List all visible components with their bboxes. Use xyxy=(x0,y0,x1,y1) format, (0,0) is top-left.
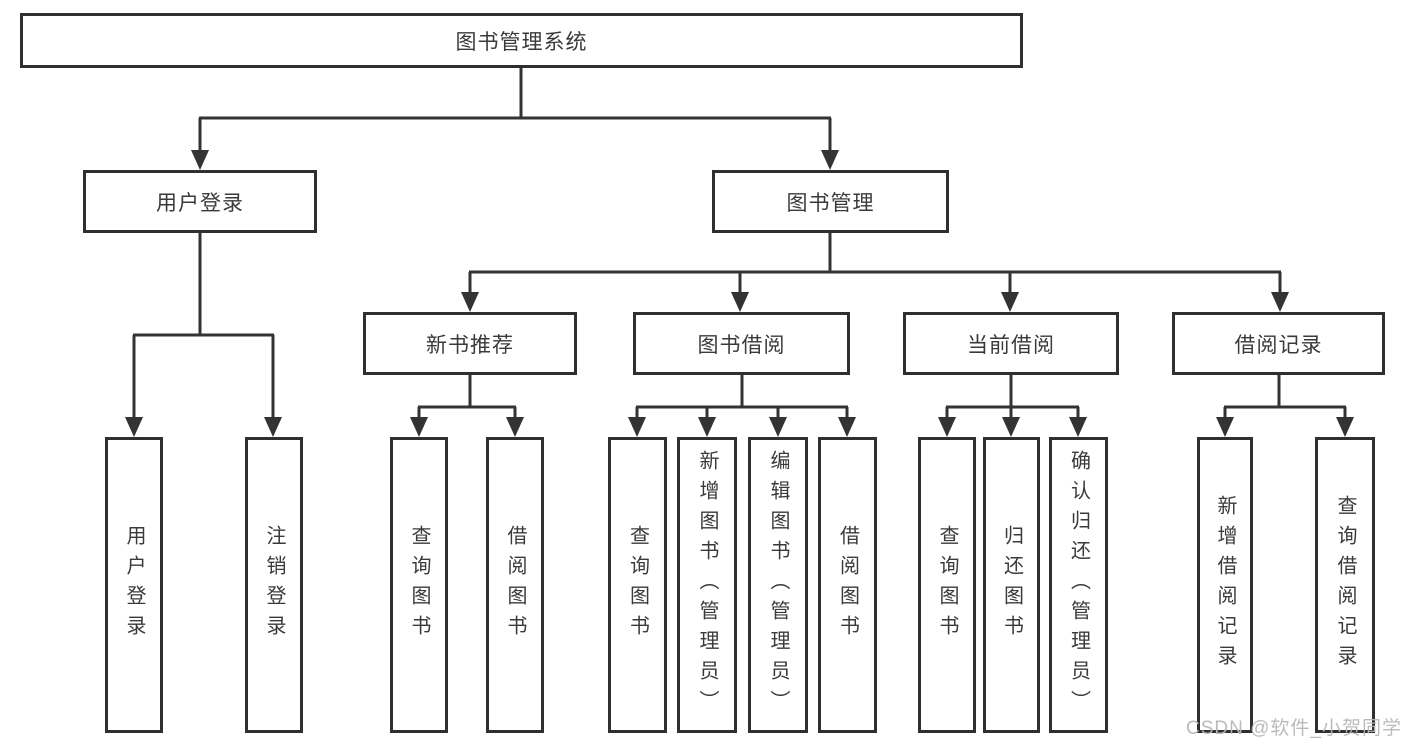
connector-book-management-to-level3 xyxy=(461,233,1289,312)
leaf-borrow-books-2: 借阅图书 xyxy=(818,437,877,733)
leaf-query-books-3-label: 查询图书 xyxy=(936,525,958,645)
leaf-logout-label: 注销登录 xyxy=(263,525,285,645)
node-book-management: 图书管理 xyxy=(712,170,949,233)
connector-book-borrow-to-leaves xyxy=(628,375,856,437)
leaf-add-borrow-record-label: 新增借阅记录 xyxy=(1214,495,1236,675)
leaf-query-books-2-label: 查询图书 xyxy=(626,525,649,645)
leaf-confirm-return-admin-label: 确认归还（管理员） xyxy=(1067,450,1090,720)
connector-new-book-recommend-to-leaves xyxy=(410,375,524,437)
leaf-query-borrow-record: 查询借阅记录 xyxy=(1315,437,1375,733)
leaf-borrow-books-2-label: 借阅图书 xyxy=(836,525,859,645)
leaf-edit-book-admin: 编辑图书（管理员） xyxy=(748,437,808,733)
leaf-add-book-admin: 新增图书（管理员） xyxy=(677,437,737,733)
leaf-query-borrow-record-label: 查询借阅记录 xyxy=(1334,495,1356,675)
leaf-borrow-books-1-label: 借阅图书 xyxy=(504,525,526,645)
leaf-query-books-3: 查询图书 xyxy=(918,437,976,733)
connector-root-to-level2 xyxy=(191,68,839,170)
connector-user-login-to-leaves xyxy=(125,233,282,437)
leaf-user-login: 用户登录 xyxy=(105,437,163,733)
leaf-add-borrow-record: 新增借阅记录 xyxy=(1197,437,1253,733)
node-root-library-system: 图书管理系统 xyxy=(20,13,1023,68)
node-new-book-recommend: 新书推荐 xyxy=(363,312,577,375)
connector-borrow-records-to-leaves xyxy=(1216,375,1354,437)
node-borrow-records: 借阅记录 xyxy=(1172,312,1385,375)
leaf-edit-book-admin-label: 编辑图书（管理员） xyxy=(767,450,789,720)
node-current-borrow: 当前借阅 xyxy=(903,312,1119,375)
leaf-user-login-label: 用户登录 xyxy=(123,525,145,645)
csdn-watermark: CSDN @软件_小贺同学 xyxy=(1186,718,1402,739)
leaf-logout: 注销登录 xyxy=(245,437,303,733)
leaf-return-book-label: 归还图书 xyxy=(1000,525,1023,645)
node-book-borrow: 图书借阅 xyxy=(633,312,850,375)
leaf-add-book-admin-label: 新增图书（管理员） xyxy=(696,450,718,720)
connector-current-borrow-to-leaves xyxy=(938,375,1087,437)
node-user-login: 用户登录 xyxy=(83,170,317,233)
leaf-return-book: 归还图书 xyxy=(983,437,1040,733)
leaf-confirm-return-admin: 确认归还（管理员） xyxy=(1049,437,1108,733)
leaf-borrow-books-1: 借阅图书 xyxy=(486,437,544,733)
leaf-query-books-1-label: 查询图书 xyxy=(408,525,430,645)
leaf-query-books-1: 查询图书 xyxy=(390,437,448,733)
leaf-query-books-2: 查询图书 xyxy=(608,437,667,733)
